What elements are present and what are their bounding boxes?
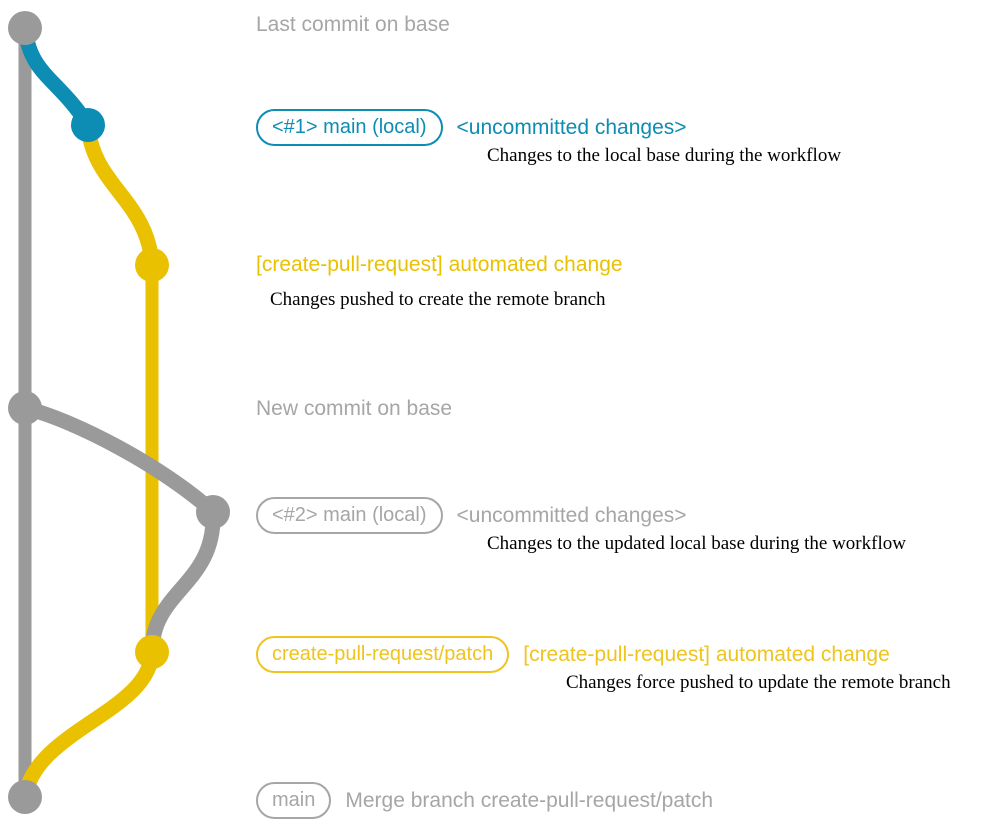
commit-row-remote-1: [create-pull-request] automated change <box>256 253 623 277</box>
commit-row-local-2: <#2> main (local) <uncommitted changes> <box>256 497 687 534</box>
branch-pill-main-local-2[interactable]: <#2> main (local) <box>256 497 443 534</box>
branch-pill-create-pull-request-patch[interactable]: create-pull-request/patch <box>256 636 510 673</box>
branch-pill-main[interactable]: main <box>256 782 332 819</box>
commit-row-last-commit-on-base: Last commit on base <box>256 13 450 37</box>
node-remote-commit-1[interactable] <box>135 248 169 282</box>
node-merge-commit[interactable] <box>8 780 42 814</box>
merge-line <box>17 644 160 805</box>
local-to-remote-line-2 <box>144 504 221 660</box>
commit-row-remote-2: create-pull-request/patch [create-pull-r… <box>256 636 890 673</box>
commit-description-remote-1: Changes pushed to create the remote bran… <box>270 289 606 310</box>
commit-title-local-1: <uncommitted changes> <box>456 115 687 139</box>
commit-title-last-commit-on-base: Last commit on base <box>256 13 450 36</box>
commit-description-local-1: Changes to the local base during the wor… <box>487 145 842 166</box>
commit-title-remote-2: [create-pull-request] automated change <box>523 642 890 666</box>
commit-title-local-2: <uncommitted changes> <box>456 503 687 527</box>
commit-title-new-commit-on-base: New commit on base <box>256 397 453 420</box>
node-local-commit-2[interactable] <box>196 495 230 529</box>
local-branch-line-2 <box>17 400 221 520</box>
remote-branch-line-1 <box>80 117 160 273</box>
branch-pill-main-local-1[interactable]: <#1> main (local) <box>256 109 443 146</box>
node-local-commit-1[interactable] <box>71 108 105 142</box>
commit-row-merge: main Merge branch create-pull-request/pa… <box>256 782 713 819</box>
node-new-commit-on-base[interactable] <box>8 391 42 425</box>
node-last-commit-on-base[interactable] <box>8 11 42 45</box>
commit-row-new-commit-on-base: New commit on base <box>256 397 452 421</box>
commit-title-merge: Merge branch create-pull-request/patch <box>345 788 714 812</box>
commit-row-local-1: <#1> main (local) <uncommitted changes> <box>256 109 687 146</box>
node-remote-commit-2[interactable] <box>135 635 169 669</box>
commit-title-remote-1: [create-pull-request] automated change <box>256 253 623 276</box>
commit-description-remote-2: Changes force pushed to update the remot… <box>566 672 951 693</box>
commit-description-local-2: Changes to the updated local base during… <box>487 533 906 554</box>
